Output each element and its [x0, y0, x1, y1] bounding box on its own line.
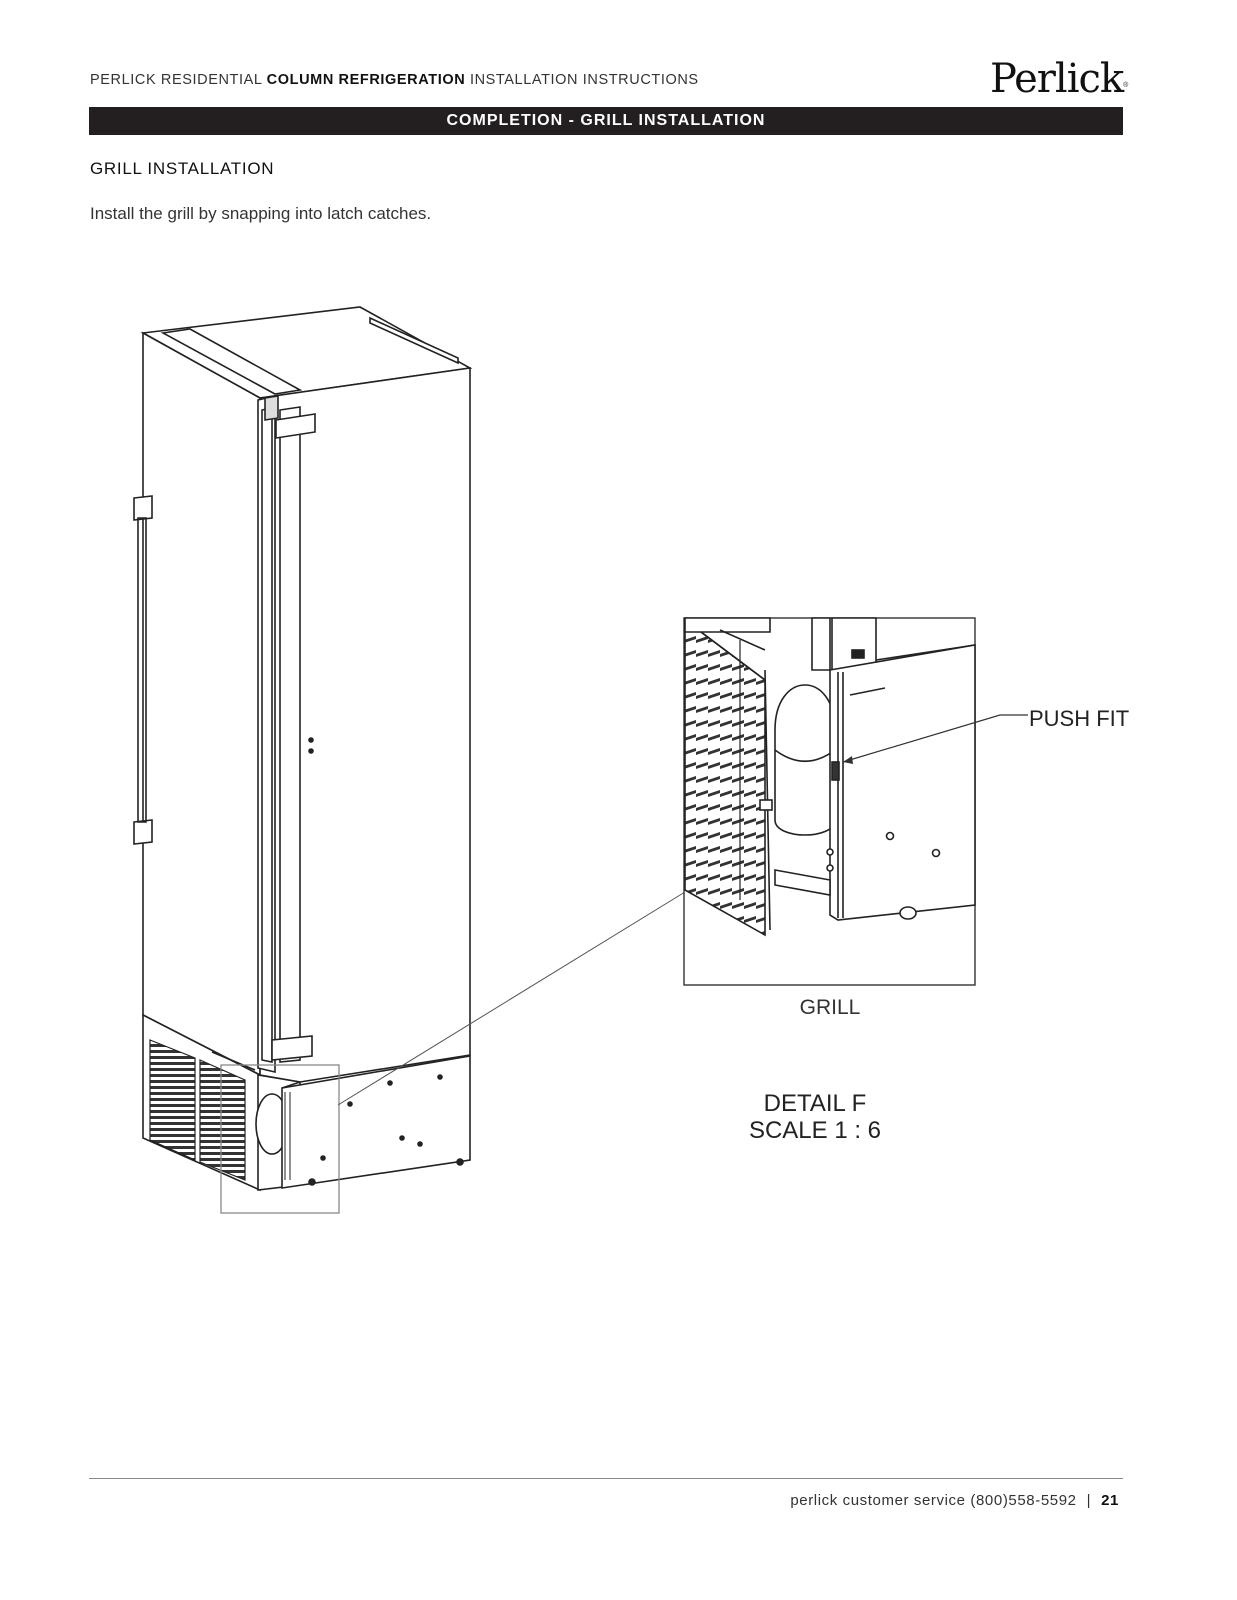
grill-installation-diagram: PUSH FIT GRILL DETAIL F SCALE 1 : 6: [133, 306, 1129, 1214]
detail-title: DETAIL F: [764, 1090, 867, 1117]
header-suffix: INSTALLATION INSTRUCTIONS: [469, 72, 699, 88]
footer-phone: (800)558-5592: [970, 1492, 1077, 1509]
push-fit-leader: [842, 714, 1028, 763]
detail-f-view: [683, 617, 976, 986]
registered-mark: ®: [1123, 82, 1129, 89]
section-heading: GRILL INSTALLATION: [90, 159, 275, 178]
detail-leader-line: [337, 891, 686, 1106]
section-bar-title: COMPLETION - GRILL INSTALLATION: [446, 112, 766, 129]
footer-separator: |: [1086, 1492, 1092, 1509]
page-number: 21: [1101, 1492, 1119, 1509]
grill-label: GRILL: [800, 996, 861, 1019]
header-product: COLUMN REFRIGERATION: [266, 72, 466, 88]
detail-scale: SCALE 1 : 6: [749, 1117, 881, 1144]
document-header: PERLICK RESIDENTIAL COLUMN REFRIGERATION…: [90, 72, 699, 88]
logo-wordmark: Perlick: [990, 56, 1124, 102]
footer-divider: [89, 1478, 1123, 1479]
header-prefix: PERLICK RESIDENTIAL: [90, 72, 263, 88]
refrigerator-column: [133, 306, 473, 1192]
perlick-logo: Perlick®: [990, 56, 1130, 106]
section-bar: COMPLETION - GRILL INSTALLATION: [89, 107, 1123, 135]
detail-callout-box: [220, 1064, 340, 1214]
page-footer: perlick customer service (800)558-5592 | 2…: [790, 1492, 1119, 1509]
instruction-paragraph: Install the grill by snapping into latch…: [90, 204, 432, 223]
footer-service-text: perlick customer service: [790, 1492, 966, 1509]
push-fit-label: PUSH FIT: [1029, 706, 1129, 731]
